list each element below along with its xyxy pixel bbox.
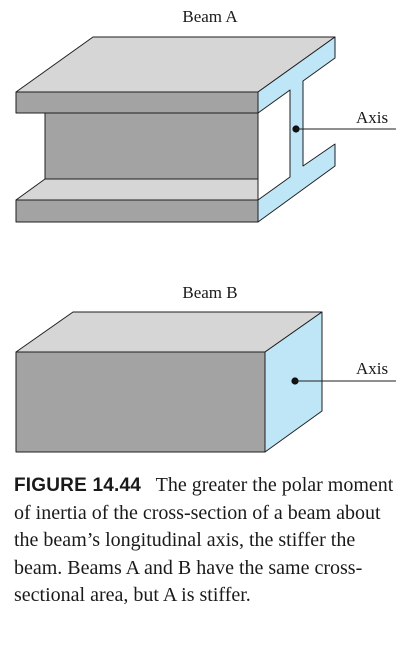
figure-label: FIGURE 14.44	[14, 475, 142, 496]
beam-a-axis-label: Axis	[356, 108, 388, 127]
beam-b	[15, 311, 323, 453]
beam-a	[15, 36, 336, 223]
beam-a-bottom-flange-top-face	[15, 178, 259, 201]
beam-b-front-face	[15, 351, 266, 453]
figure-caption: FIGURE 14.44 The greater the polar momen…	[14, 472, 406, 610]
beam-b-title: Beam B	[182, 283, 237, 302]
beam-a-bottom-flange-front-face	[15, 199, 259, 223]
beam-a-web-front-face	[44, 112, 259, 180]
caption-text: The greater the polar moment of inertia …	[14, 474, 394, 606]
beam-diagram: Axis Beam A Axis Beam B	[15, 7, 396, 453]
beam-a-top-flange-front-face	[15, 91, 259, 114]
beam-b-axis-label: Axis	[356, 359, 388, 378]
beam-a-title: Beam A	[182, 7, 238, 26]
